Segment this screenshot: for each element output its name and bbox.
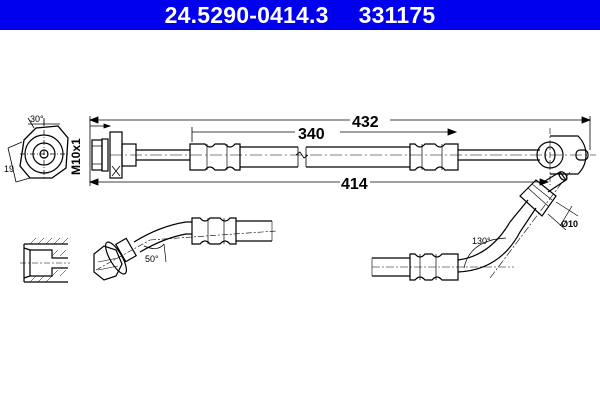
reference-number: 331175 bbox=[358, 1, 436, 28]
bend-angle-50-label: 50° bbox=[145, 254, 159, 264]
diameter-label: Ø10 bbox=[561, 219, 578, 229]
dimension-432: 432 bbox=[352, 114, 379, 131]
bend-angle-130-label: 130° bbox=[472, 236, 491, 246]
main-hose-assembly bbox=[91, 128, 596, 185]
right-bent-fitting-view bbox=[371, 171, 579, 281]
part-number: 24.5290-0414.3 bbox=[164, 1, 329, 28]
left-bent-fitting-view bbox=[93, 217, 277, 281]
dimension-340: 340 bbox=[298, 126, 325, 143]
dimension-414: 414 bbox=[341, 176, 368, 193]
angle-30-label: 30° bbox=[30, 114, 44, 124]
wrench-size-label: 19 bbox=[4, 164, 14, 174]
end-view-fitting: 30° 19 bbox=[4, 114, 70, 183]
title-bar: 24.5290-0414.3 331175 bbox=[0, 0, 600, 30]
technical-drawing: 30° 19 M10x1 bbox=[0, 30, 600, 400]
thread-label: M10x1 bbox=[69, 138, 83, 175]
section-detail-view bbox=[20, 237, 70, 283]
dimension-lines bbox=[88, 116, 592, 186]
